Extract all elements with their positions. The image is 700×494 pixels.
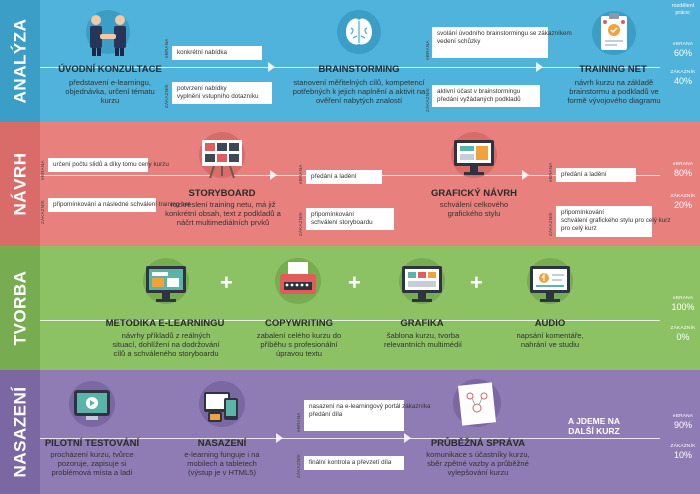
typewriter-icon	[272, 256, 324, 311]
step-title-prubezna-sprava: PRŮBĚŽNÁ SPRÁVA	[430, 438, 526, 449]
palette-icon	[448, 130, 500, 185]
note-tag-agency: eBRANA	[296, 412, 301, 432]
band-label-analysis: ANALÝZA	[0, 0, 40, 122]
brain-icon	[334, 8, 384, 61]
note-tag-client: ZÁKAZNÍK	[548, 211, 553, 236]
note-tag-agency: eBRANA	[40, 160, 45, 180]
step-desc-copywriting: zabalení celého kurzu do příběhu s profe…	[256, 331, 342, 359]
note-box: připomínkování a následné schválení trai…	[48, 198, 190, 213]
note-tag-agency: eBRANA	[298, 164, 303, 184]
plus-icon: +	[470, 270, 483, 295]
band-label-creation: TVORBA	[0, 246, 40, 370]
step-title-training-net: TRAINING NET	[579, 64, 647, 75]
note-box: předání a ladění	[306, 170, 382, 185]
note-tag-agency: eBRANA	[164, 38, 169, 58]
plus-icon: +	[348, 270, 361, 295]
monitor-icon	[524, 256, 576, 311]
note-box: konkrétní nabídka	[172, 46, 262, 61]
devices-icon	[196, 378, 248, 435]
note-box: finální kontrola a převzetí díla	[304, 456, 404, 471]
note-box: předání a ladění	[556, 168, 636, 183]
paper-icon	[450, 376, 504, 435]
step-title-audio: AUDIO	[534, 318, 566, 329]
handshake-icon	[82, 8, 134, 63]
note-tag-agency: eBRANA	[548, 162, 553, 182]
step-desc-graficky-navrh: schválení celkového grafického stylu	[439, 200, 509, 219]
band-deployment: NASAZENÍ PILOTNÍ TESTOVÁNÍ procházení ku…	[0, 370, 700, 494]
step-title-copywriting: COPYWRITING	[264, 318, 334, 329]
step-title-uvodni-konzultace: ÚVODNÍ KONZULTACE	[58, 64, 162, 75]
tablet-icon	[66, 378, 118, 435]
step-title-nasazeni: NASAZENÍ	[197, 438, 247, 449]
next-course-label: A JDEME NA DALŠÍ KURZ	[567, 416, 621, 436]
note-box: svolání úvodního brainstormingu se zákaz…	[432, 27, 572, 58]
step-desc-uvodni-konzultace: představení e-learningu, objednávka, urč…	[65, 78, 155, 106]
note-tag-agency: eBRANA	[425, 40, 430, 60]
band-label-design: NÁVRH	[0, 122, 40, 246]
note-tag-client: ZÁKAZNÍK	[296, 453, 301, 478]
step-desc-training-net: návrh kurzu na základě brainstormu a pod…	[567, 78, 661, 106]
monitor-icon	[396, 256, 448, 311]
step-desc-storyboard: rozkreslení training netu, má již konkré…	[165, 200, 281, 228]
storyboard-icon	[196, 130, 248, 185]
step-desc-audio: napsání komentáře, nahrání ve studiu	[516, 331, 584, 350]
band-analysis: ANALÝZA rozdělení práce: ÚVODNÍ KONZULTA…	[0, 0, 700, 122]
step-desc-metodika: návrhy příkladů z reálných situací, dohl…	[112, 331, 220, 359]
band-creation: TVORBA METODIKA E-LEARNINGU návrhy příkl…	[0, 246, 700, 370]
step-desc-nasazeni: e-learning funguje i na mobilech a table…	[184, 450, 260, 478]
note-tag-client: ZÁKAZNÍK	[425, 87, 430, 112]
plus-icon: +	[220, 270, 233, 295]
note-box: určení počtu slidů a díky tomu ceny kurz…	[48, 158, 169, 173]
step-title-brainstorming: BRAINSTORMING	[318, 64, 400, 75]
note-tag-client: ZÁKAZNÍK	[298, 211, 303, 236]
step-title-graficky-navrh: GRAFICKÝ NÁVRH	[430, 188, 518, 199]
step-title-grafika: GRAFIKA	[400, 318, 444, 329]
step-title-pilotni-testovani: PILOTNÍ TESTOVÁNÍ	[44, 438, 140, 449]
clipboard-icon	[589, 8, 639, 63]
step-title-storyboard: STORYBOARD	[188, 188, 256, 199]
step-desc-brainstorming: stanovení měřitelných cílů, kompetencí p…	[292, 78, 426, 106]
band-label-deployment: NASAZENÍ	[0, 370, 40, 494]
header-ratio-label: rozdělení práce:	[671, 3, 695, 16]
band-design: NÁVRH STORYBOARD rozkreslení training ne…	[0, 122, 700, 246]
monitor-icon	[140, 256, 192, 311]
step-desc-prubezna-sprava: komunikace s účastníky kurzu, sběr zpětn…	[426, 450, 530, 478]
step-title-metodika: METODIKA E-LEARNINGU	[105, 318, 225, 329]
note-tag-client: ZÁKAZNÍK	[164, 83, 169, 108]
step-desc-pilotni-testovani: procházení kurzu, tvůrce pozoruje, zapis…	[50, 450, 134, 478]
note-box: nasazení na e-learningový portál zákazní…	[304, 400, 430, 431]
step-desc-grafika: šablona kurzu, tvorba relevantních multi…	[383, 331, 463, 350]
note-tag-client: ZÁKAZNÍK	[40, 199, 45, 224]
